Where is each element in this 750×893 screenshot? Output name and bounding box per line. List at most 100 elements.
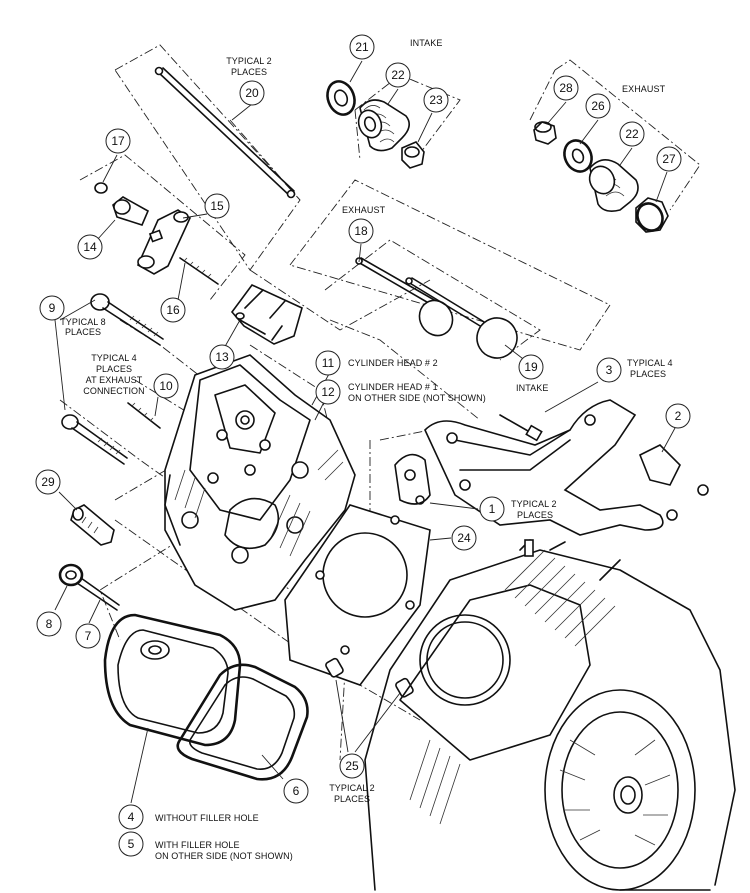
label-typical-2-places-b: PLACES [231,67,267,77]
label-typical-4-a: TYPICAL 4 [91,353,137,363]
label-typical-2-bottom-b: PLACES [334,794,370,804]
push-rod [154,66,296,199]
callout-23-number: 23 [429,93,443,107]
engine-block [364,539,736,891]
callout-21-number: 21 [355,40,369,54]
callout-21: 21 [349,34,375,60]
label-intake-valve: INTAKE [516,383,548,393]
callout-13-number: 13 [215,350,229,364]
callout-27-number: 27 [662,152,676,166]
head-gasket [284,504,431,686]
callout-28-number: 28 [559,81,573,95]
callout-17-number: 17 [111,134,125,148]
callout-15-number: 15 [210,199,224,213]
callout-6-number: 6 [293,784,300,798]
callout-4-number: 4 [128,810,135,824]
callout-2-number: 2 [675,409,682,423]
callout-9: 9 [39,295,65,321]
exhaust-stud [127,402,161,429]
callout-16-number: 16 [166,303,180,317]
callout-11: 11 [315,350,341,376]
callout-18-number: 18 [354,224,368,238]
cylinder-head [164,354,356,611]
callout-10-number: 10 [159,379,173,393]
callout-22-number: 22 [391,68,405,82]
callout-14-number: 14 [83,240,97,254]
callout-20-number: 20 [245,86,259,100]
label-typical-2-bottom-a: TYPICAL 2 [329,783,375,793]
exhaust-spring-set [533,121,669,233]
text-labels: TYPICAL 2 PLACES INTAKE EXHAUST EXHAUST … [60,38,672,861]
callout-7-number: 7 [85,629,92,643]
callout-8-number: 8 [46,617,53,631]
label-typical-8-a: TYPICAL 8 [60,317,106,327]
callouts: 1 2 3 4 5 6 7 8 9 10 11 12 13 14 15 16 1… [35,34,691,857]
callout-13: 13 [209,344,235,370]
label-exhaust-top: EXHAUST [622,84,666,94]
callout-17: 17 [105,128,131,154]
callout-29: 29 [35,469,61,495]
callout-14: 14 [77,234,103,260]
cover-gasket [176,663,309,781]
callout-3: 3 [596,357,622,383]
callout-19: 19 [518,354,544,380]
label-typical-4-right-b: PLACES [630,369,666,379]
label-without-filler-hole: WITHOUT FILLER HOLE [155,813,259,823]
callout-12-number: 12 [321,385,335,399]
callout-1-number: 1 [489,502,496,516]
label-with-filler-hole-b: ON OTHER SIDE (NOT SHOWN) [155,851,293,861]
label-cylinder-head-1-a: CYLINDER HEAD # 1 [348,382,438,392]
callout-12: 12 [315,379,341,405]
callout-18: 18 [348,218,374,244]
callout-23: 23 [423,87,449,113]
callout-25-number: 25 [345,759,359,773]
valve-cover [103,613,242,747]
label-typical-4-b: PLACES [96,364,132,374]
label-cylinder-head-1-b: ON OTHER SIDE (NOT SHOWN) [348,393,486,403]
label-typical-4-d: CONNECTION [83,386,145,396]
callout-20: 20 [239,80,265,106]
label-typical-8-b: PLACES [65,327,101,337]
intake-spring-set [326,80,425,169]
callout-5: 5 [118,831,144,857]
callout-28: 28 [553,75,579,101]
callout-9-number: 9 [49,301,56,315]
rocker-arm-assembly [94,182,219,285]
label-typical-2-right-a: TYPICAL 2 [511,499,557,509]
callout-3-number: 3 [606,363,613,377]
callout-2: 2 [665,403,691,429]
callout-16: 16 [160,297,186,323]
callout-11-number: 11 [322,356,335,370]
label-typical-2-right-b: PLACES [517,510,553,520]
callout-19-number: 19 [524,360,538,374]
callout-5-number: 5 [128,837,135,851]
callout-26: 26 [585,93,611,119]
spark-plug [70,504,115,546]
callout-27: 27 [656,146,682,172]
callout-22-exhaust: 22 [619,121,645,147]
callout-26-number: 26 [591,99,605,113]
label-typical-2-places-a: TYPICAL 2 [226,56,272,66]
callout-25: 25 [339,753,365,779]
head-bolts [61,293,164,465]
label-typical-4-right-a: TYPICAL 4 [627,358,673,368]
callout-7: 7 [75,623,101,649]
callout-15: 15 [204,193,230,219]
callout-10: 10 [153,373,179,399]
dipstick [58,563,120,611]
label-typical-4-c: AT EXHAUST [86,375,143,385]
callout-24: 24 [451,525,477,551]
callout-6: 6 [283,778,309,804]
callout-22: 22 [385,62,411,88]
label-exhaust-valve: EXHAUST [342,205,386,215]
valves [355,257,518,359]
callout-1: 1 [479,496,505,522]
callout-4: 4 [118,804,144,830]
callout-8: 8 [36,611,62,637]
callout-22-exhaust-number: 22 [625,127,639,141]
callout-29-number: 29 [41,475,55,489]
callout-24-number: 24 [457,531,471,545]
rocker-guide-plate [230,284,303,345]
label-with-filler-hole-a: WITH FILLER HOLE [155,840,240,850]
